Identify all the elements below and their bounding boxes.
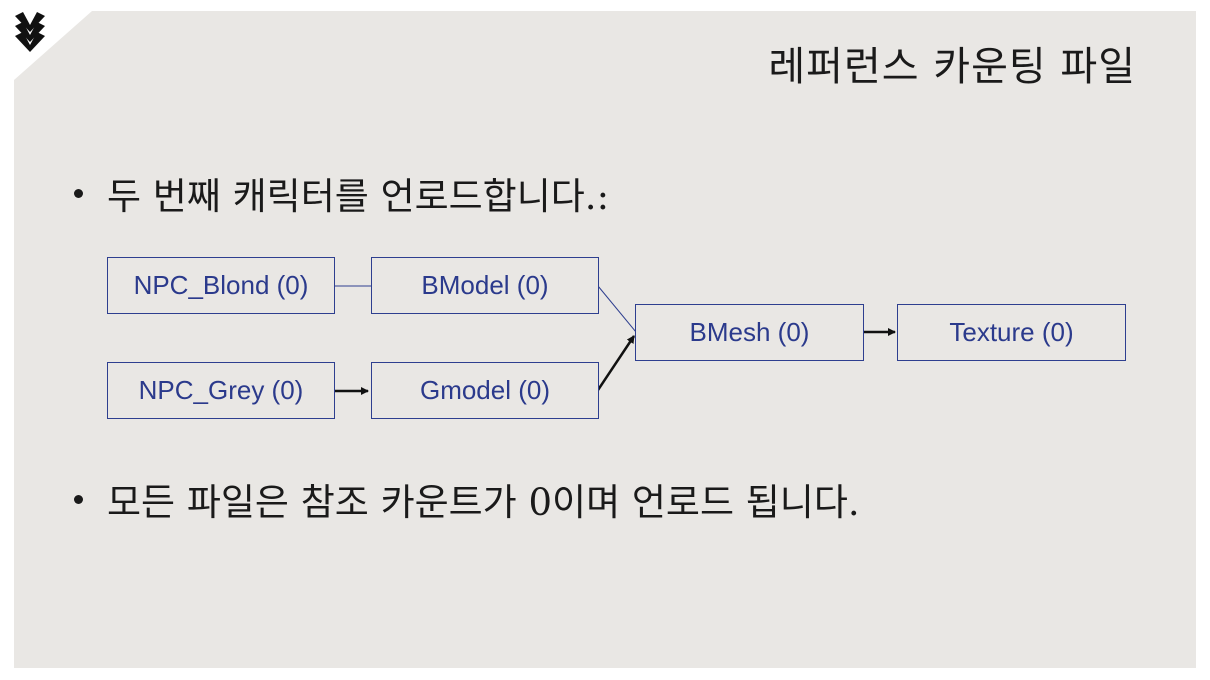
node-texture: Texture (0) xyxy=(897,304,1126,361)
node-bmodel: BModel (0) xyxy=(371,257,599,314)
bullet-unload-second-character: 두 번째 캐릭터를 언로드합니다.: xyxy=(74,166,609,220)
node-npc-grey: NPC_Grey (0) xyxy=(107,362,335,419)
logo-icon xyxy=(15,12,45,52)
bullet-all-files-unloaded: 모든 파일은 참조 카운트가 0이며 언로드 됩니다. xyxy=(74,472,860,526)
slide-title: 레퍼런스 카운팅 파일 xyxy=(768,44,1136,90)
node-gmodel: Gmodel (0) xyxy=(371,362,599,419)
bullet-dot xyxy=(74,188,83,198)
bullet-text: 두 번째 캐릭터를 언로드합니다.: xyxy=(107,175,610,218)
node-npc-blond: NPC_Blond (0) xyxy=(107,257,335,314)
bullet-text: 모든 파일은 참조 카운트가 0이며 언로드 됩니다. xyxy=(107,481,860,524)
node-bmesh: BMesh (0) xyxy=(635,304,864,361)
bullet-dot xyxy=(74,494,83,504)
